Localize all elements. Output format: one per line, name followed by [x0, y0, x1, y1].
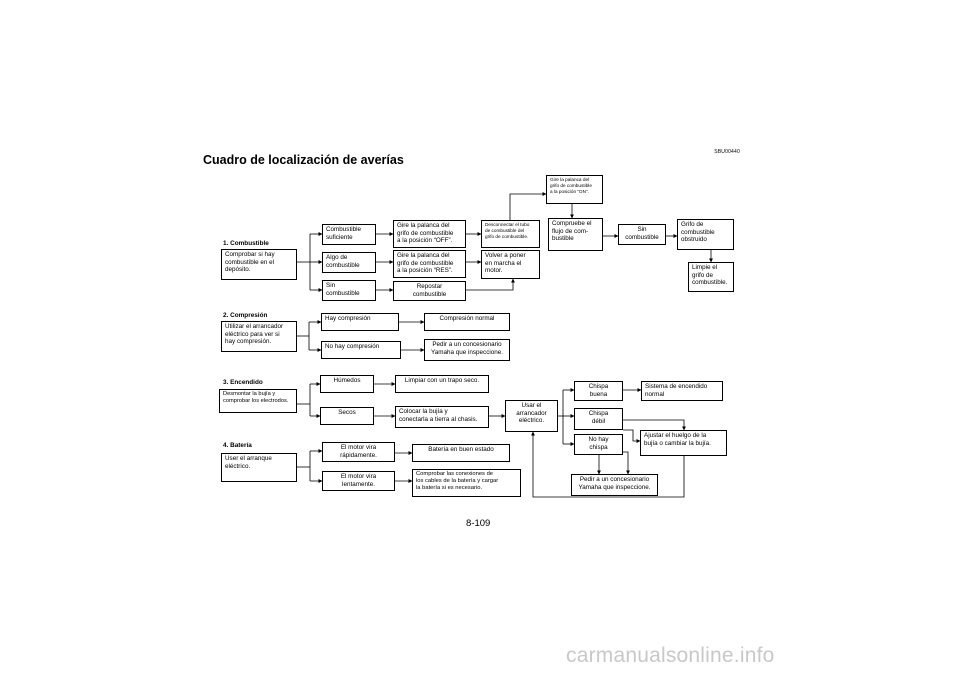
section-heading-battery: 4. Batería: [223, 442, 252, 449]
no-fuel-flow-box: Sin combustible: [618, 224, 666, 245]
section-heading-fuel: 1. Combustible: [223, 240, 269, 247]
no-spark-box: No hay chispa: [574, 434, 623, 455]
battery-start-box: User el arranque eléctrico.: [221, 453, 297, 482]
plug-wet-box: Húmedos: [320, 375, 374, 393]
lever-off-box: Gire la palanca del grifo de combustible…: [393, 220, 466, 248]
ignition-start-box: Desmontar la bujía y comprobar los elect…: [219, 389, 297, 413]
wipe-plug-box: Limpiar con un trapo seco.: [395, 375, 489, 393]
refuel-box: Repostar combustible: [393, 281, 466, 301]
disconnect-hose-box: Desconnectar el tubo de combustible del …: [481, 220, 540, 248]
engine-fast-box: El motor vira rápidamente.: [322, 442, 395, 462]
compression-normal-box: Compresión normal: [424, 313, 510, 331]
document-code: SBU00440: [714, 149, 740, 155]
clogged-cock-box: Grifo de combustible obstruido: [677, 219, 734, 250]
fuel-check-tank-box: Comprobar si hay combustible en el depós…: [221, 249, 297, 280]
page-title: Cuadro de localización de averías: [203, 153, 404, 167]
adjust-plug-gap-box: Ajustar el huelgo de la bujía o cambiar …: [640, 430, 727, 456]
check-battery-box: Comprobar las conexiones de los cables d…: [412, 469, 521, 497]
compression-dealer-box: Pedir a un concesionario Yamaha que insp…: [424, 339, 510, 361]
lever-res-box: Gire la palanca del grifo de combustible…: [393, 250, 466, 278]
plug-dry-box: Secos: [320, 407, 374, 425]
compression-no-box: No hay compresión: [321, 341, 401, 359]
watermark: carmanualsonline.info: [566, 644, 775, 667]
section-heading-compression: 2. Compresión: [223, 312, 268, 319]
engine-slow-box: El motor vira lentamente.: [322, 471, 395, 491]
ignition-dealer-box: Pedir a un concesionario Yamaha que insp…: [571, 474, 658, 496]
ignition-normal-box: Sistema de encendido normal: [641, 381, 723, 401]
fuel-some-box: Algo de combustible: [322, 252, 376, 273]
weak-spark-box: Chispa débil: [574, 408, 623, 430]
restart-engine-box: Volver a poner en marcha el motor.: [481, 250, 540, 279]
ground-plug-box: Colocar la bujía y conectarla a tierra a…: [395, 406, 489, 428]
good-spark-box: Chispa buena: [574, 381, 623, 401]
check-fuel-flow-box: Compruebe el flujo de com- bustible: [548, 218, 603, 251]
battery-good-box: Batería en buen estado: [412, 444, 510, 462]
section-heading-ignition: 3. Encendido: [223, 379, 263, 386]
fuel-sufficient-box: Combustible suficiente: [322, 224, 376, 245]
clean-cock-box: Limpie el grifo de combustible.: [688, 262, 734, 292]
lever-on-box: Gire la palanca del grifo de combustible…: [546, 175, 603, 204]
page-number: 8-109: [466, 518, 491, 529]
fuel-none-box: Sin combustible: [322, 280, 376, 301]
compression-start-box: Utilizar el arrancador eléctrico para ve…: [221, 321, 297, 352]
use-starter-box: Usar el arrancador eléctrico.: [505, 400, 558, 432]
compression-yes-box: Hay compresión: [321, 313, 399, 331]
